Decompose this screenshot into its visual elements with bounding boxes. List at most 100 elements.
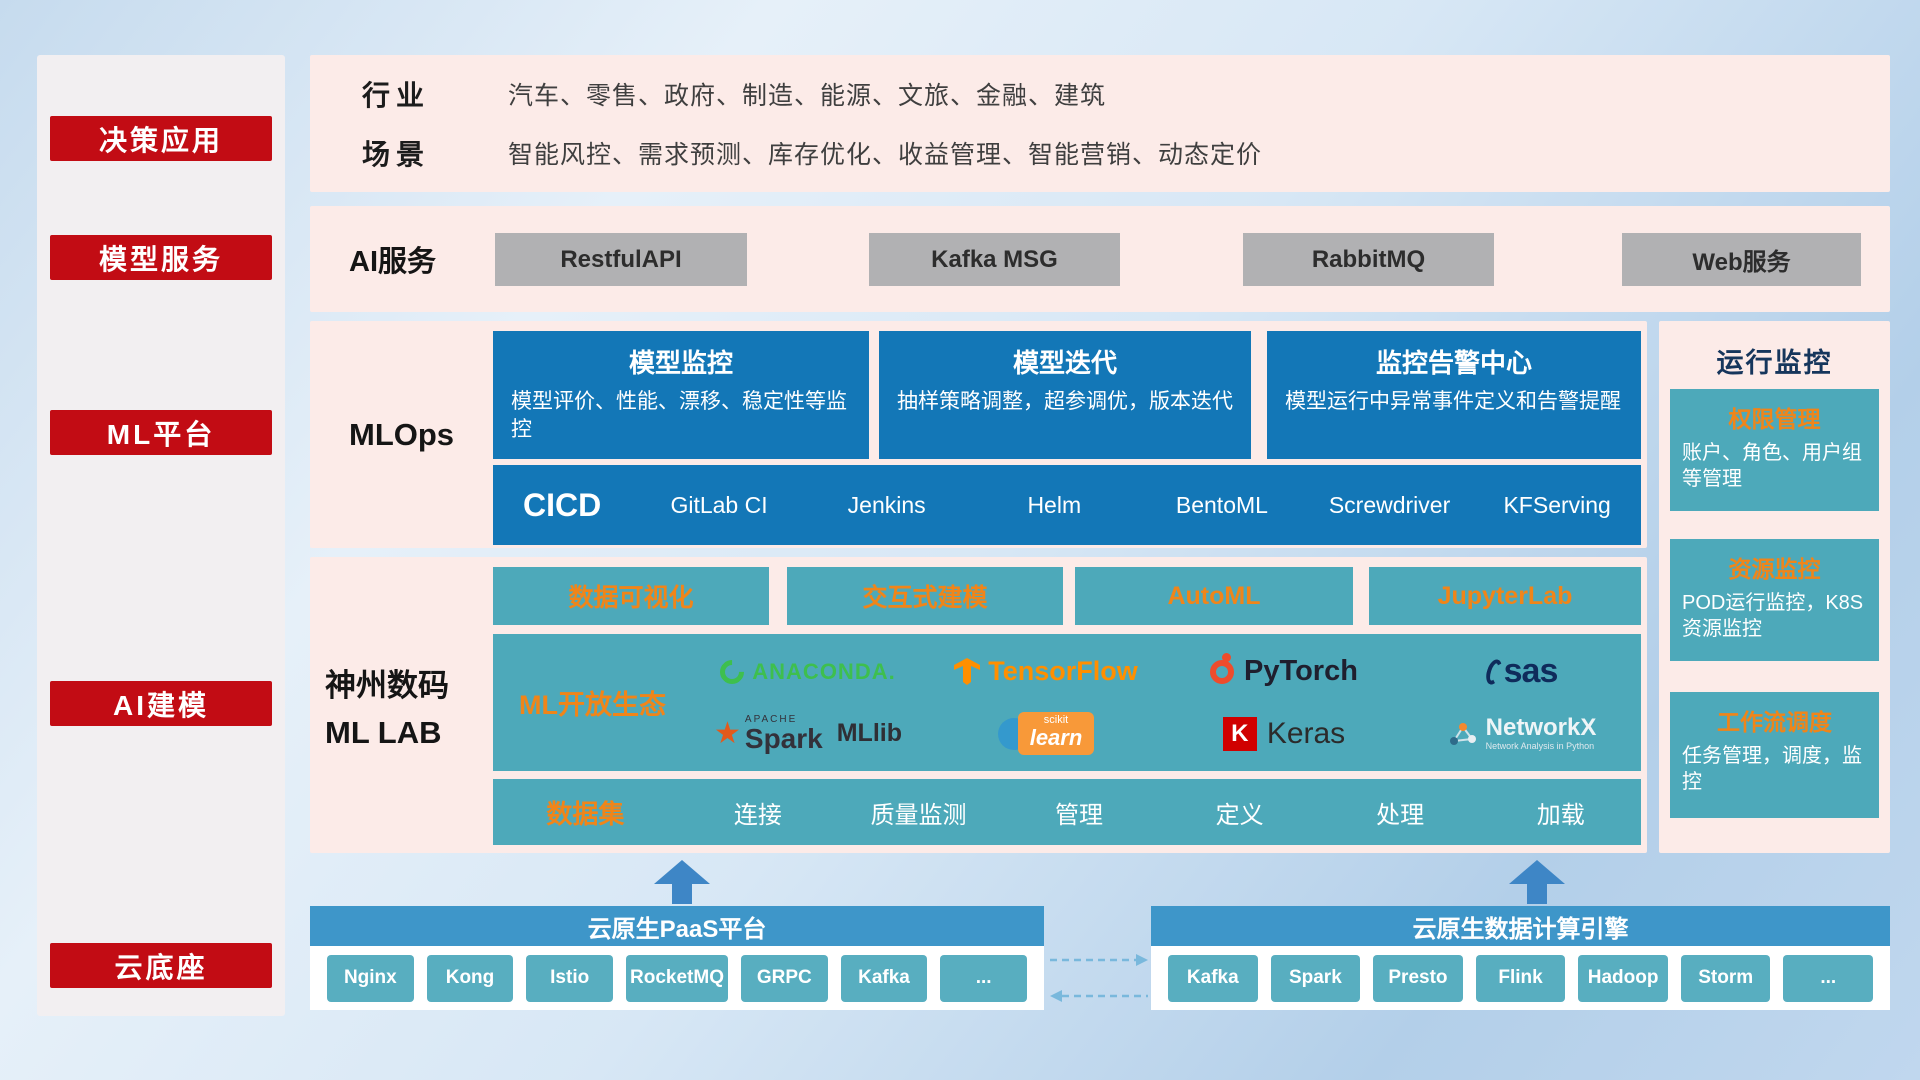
cicd-tool-screwdriver: Screwdriver	[1328, 491, 1451, 518]
card-title: 模型监控	[628, 348, 733, 378]
mllab-label-line1: 神州数码	[325, 667, 449, 703]
cicd-tool-kfserving: KFServing	[1503, 491, 1611, 518]
chip-rocketmq[interactable]: RocketMQ	[626, 954, 728, 1002]
cicd-tool-bentoml: BentoML	[1175, 491, 1268, 518]
cicd-title: CICD	[523, 486, 602, 523]
chip-presto[interactable]: Presto	[1373, 954, 1463, 1002]
chip-grpc[interactable]: GRPC	[740, 954, 828, 1002]
compute-engine-strip: Kafka Spark Presto Flink Hadoop Storm ..…	[1151, 946, 1890, 1010]
networkx-subtitle: Network Analysis in Python	[1485, 740, 1595, 751]
dataset-item-process: 处理	[1376, 801, 1425, 829]
networkx-icon	[1449, 722, 1476, 745]
sas-swoosh-icon	[1482, 656, 1505, 687]
scikit-label: scikit	[1043, 714, 1069, 727]
mlops-card-model-iteration: 模型迭代 抽样策略调整，超参调优，版本迭代	[879, 331, 1251, 459]
anaconda-logo: ANACONDA.	[689, 641, 927, 703]
card-desc: POD运行监控，K8S资源监控	[1682, 592, 1864, 640]
cicd-tool-jenkins: Jenkins	[847, 491, 926, 518]
keras-icon: K	[1222, 716, 1257, 751]
sidebar-item-cloud-base[interactable]: 云底座	[50, 943, 272, 988]
card-title: 权限管理	[1728, 406, 1821, 432]
chip-more[interactable]: ...	[1783, 954, 1874, 1002]
service-restfulapi[interactable]: RestfulAPI	[495, 233, 747, 286]
paas-platform-bar: 云原生PaaS平台	[310, 906, 1044, 946]
card-desc: 账户、角色、用户组等管理	[1682, 442, 1862, 490]
ai-service-panel: AI服务 RestfulAPI Kafka MSG RabbitMQ Web服务	[310, 206, 1890, 312]
up-arrow-icon	[654, 860, 710, 904]
module-automl: AutoML	[1075, 567, 1353, 625]
ecosystem-label: ML开放生态	[519, 690, 666, 720]
dataset-bar: 数据集 连接 质量监测 管理 定义 处理 加载	[493, 779, 1641, 845]
service-web[interactable]: Web服务	[1622, 233, 1861, 286]
cicd-tool-gitlab-ci: GitLab CI	[670, 491, 768, 518]
ecosystem-logos: ANACONDA. TensorFlow PyTorch sas ★	[689, 641, 1641, 765]
chip-kafka[interactable]: Kafka	[1168, 954, 1258, 1002]
sidebar-item-ai-modeling[interactable]: AI建模	[50, 681, 272, 726]
up-arrow-icon	[1509, 860, 1565, 904]
cicd-bar: CICD GitLab CI Jenkins Helm BentoML Scre…	[493, 465, 1641, 545]
keras-logo: K Keras	[1165, 703, 1403, 765]
chip-kafka[interactable]: Kafka	[840, 954, 928, 1002]
industry-list: 汽车、零售、政府、制造、能源、文旅、金融、建筑	[508, 82, 1107, 110]
dashed-arrow-left-icon	[1050, 990, 1148, 1002]
chip-spark[interactable]: Spark	[1270, 954, 1361, 1002]
monitoring-panel: 运行监控 权限管理 账户、角色、用户组等管理 资源监控 POD运行监控，K8S资…	[1659, 321, 1890, 853]
monitor-card-workflow: 工作流调度 任务管理，调度，监控	[1670, 692, 1879, 818]
module-interactive-modeling: 交互式建模	[787, 567, 1063, 625]
left-sidebar: 决策应用 模型服务 ML平台 AI建模 云底座	[37, 55, 285, 1016]
networkx-wordmark: NetworkX	[1485, 714, 1597, 742]
chip-flink[interactable]: Flink	[1475, 954, 1566, 1002]
mllab-label: 神州数码 ML LAB	[310, 557, 493, 853]
dataset-label: 数据集	[546, 798, 625, 829]
service-kafka-msg[interactable]: Kafka MSG	[869, 233, 1120, 286]
monitor-card-permissions: 权限管理 账户、角色、用户组等管理	[1670, 389, 1879, 511]
chip-nginx[interactable]: Nginx	[327, 954, 414, 1002]
card-desc: 模型运行中异常事件定义和告警提醒	[1285, 390, 1621, 413]
industry-label: 行业	[362, 80, 431, 111]
card-title: 模型迭代	[1012, 348, 1117, 378]
pytorch-logo: PyTorch	[1165, 641, 1403, 703]
spark-wordmark: Spark	[744, 722, 823, 754]
card-desc: 抽样策略调整，超参调优，版本迭代	[897, 390, 1233, 413]
anaconda-icon	[715, 654, 750, 689]
module-data-visualization: 数据可视化	[493, 567, 769, 625]
chip-storm[interactable]: Storm	[1680, 954, 1771, 1002]
mlops-card-alert-center: 监控告警中心 模型运行中异常事件定义和告警提醒	[1267, 331, 1641, 459]
pytorch-wordmark: PyTorch	[1244, 655, 1358, 687]
chip-istio[interactable]: Istio	[526, 954, 614, 1002]
scikit-learn-logo: scikit learn	[927, 703, 1165, 765]
sidebar-item-ml-platform[interactable]: ML平台	[50, 410, 272, 455]
dataset-item-quality: 质量监测	[870, 801, 967, 829]
tensorflow-wordmark: TensorFlow	[988, 656, 1138, 686]
monitor-card-resources: 资源监控 POD运行监控，K8S资源监控	[1670, 539, 1879, 661]
dataset-item-define: 定义	[1215, 801, 1264, 829]
dashed-arrow-right-icon	[1050, 954, 1148, 966]
service-rabbitmq[interactable]: RabbitMQ	[1243, 233, 1494, 286]
scene-list: 智能风控、需求预测、库存优化、收益管理、智能营销、动态定价	[508, 141, 1263, 169]
chip-hadoop[interactable]: Hadoop	[1578, 954, 1668, 1002]
anaconda-wordmark: ANACONDA.	[752, 658, 896, 684]
industry-row: 行业 汽车、零售、政府、制造、能源、文旅、金融、建筑	[362, 74, 1890, 114]
spark-star-icon: ★	[714, 717, 741, 750]
ai-service-label: AI服务	[349, 246, 437, 278]
ml-ecosystem-box: ML开放生态 ANACONDA. TensorFlow PyTorch sas	[493, 634, 1641, 771]
compute-engine-bar: 云原生数据计算引擎	[1151, 906, 1890, 946]
mlops-label: MLOps	[349, 416, 455, 452]
card-title: 监控告警中心	[1375, 348, 1532, 378]
sas-logo: sas	[1403, 641, 1641, 703]
sidebar-item-model-service[interactable]: 模型服务	[50, 235, 272, 280]
chip-kong[interactable]: Kong	[426, 954, 514, 1002]
chip-more[interactable]: ...	[940, 954, 1027, 1002]
mlops-panel: MLOps 模型监控 模型评价、性能、漂移、稳定性等监控 模型迭代 抽样策略调整…	[310, 321, 1647, 548]
sidebar-item-decision-app[interactable]: 决策应用	[50, 116, 272, 161]
networkx-logo: NetworkX Network Analysis in Python	[1403, 703, 1641, 765]
scene-label: 场景	[362, 139, 431, 170]
mlops-card-model-monitoring: 模型监控 模型评价、性能、漂移、稳定性等监控	[493, 331, 869, 459]
dataset-item-connect: 连接	[733, 801, 782, 829]
tensorflow-icon	[954, 657, 981, 685]
keras-wordmark: Keras	[1266, 716, 1346, 750]
spark-mllib-logo: ★ APACHE Spark MLlib	[689, 703, 927, 765]
pytorch-icon	[1210, 652, 1235, 684]
scene-row: 场景 智能风控、需求预测、库存优化、收益管理、智能营销、动态定价	[362, 133, 1890, 173]
